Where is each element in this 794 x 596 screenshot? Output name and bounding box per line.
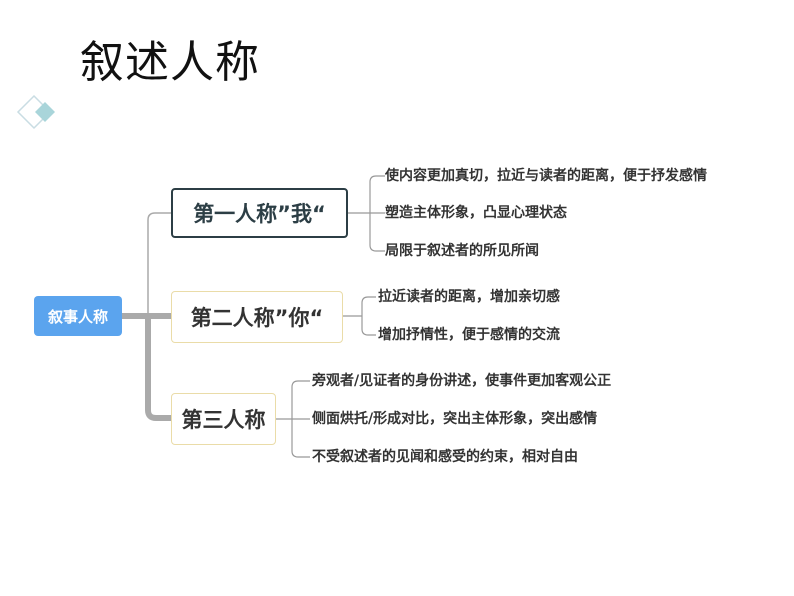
leaf-item: 局限于叙述者的所见所闻 [385,243,539,259]
slide-title: 叙述人称 [80,37,260,88]
leaf-item: 侧面烘托/形成对比，突出主体形象，突出感情 [312,411,598,427]
leaf-item: 拉近读者的距离，增加亲切感 [378,289,560,305]
root-node: 叙事人称 [34,296,122,336]
leaf-item: 使内容更加真切，拉近与读者的距离，便于抒发感情 [385,168,707,184]
branch-first-person: 第一人称”我“ [171,188,348,238]
leaf-item: 塑造主体形象，凸显心理状态 [385,205,567,221]
leaf-item: 不受叙述者的见闻和感受的约束，相对自由 [312,449,578,465]
branch-third-person: 第三人称 [171,393,276,445]
branch-second-person: 第二人称”你“ [171,291,343,343]
leaf-item: 增加抒情性，便于感情的交流 [378,327,560,343]
diamond-decoration-icon [16,94,55,130]
leaf-item: 旁观者/见证者的身份讲述，使事件更加客观公正 [312,373,612,389]
